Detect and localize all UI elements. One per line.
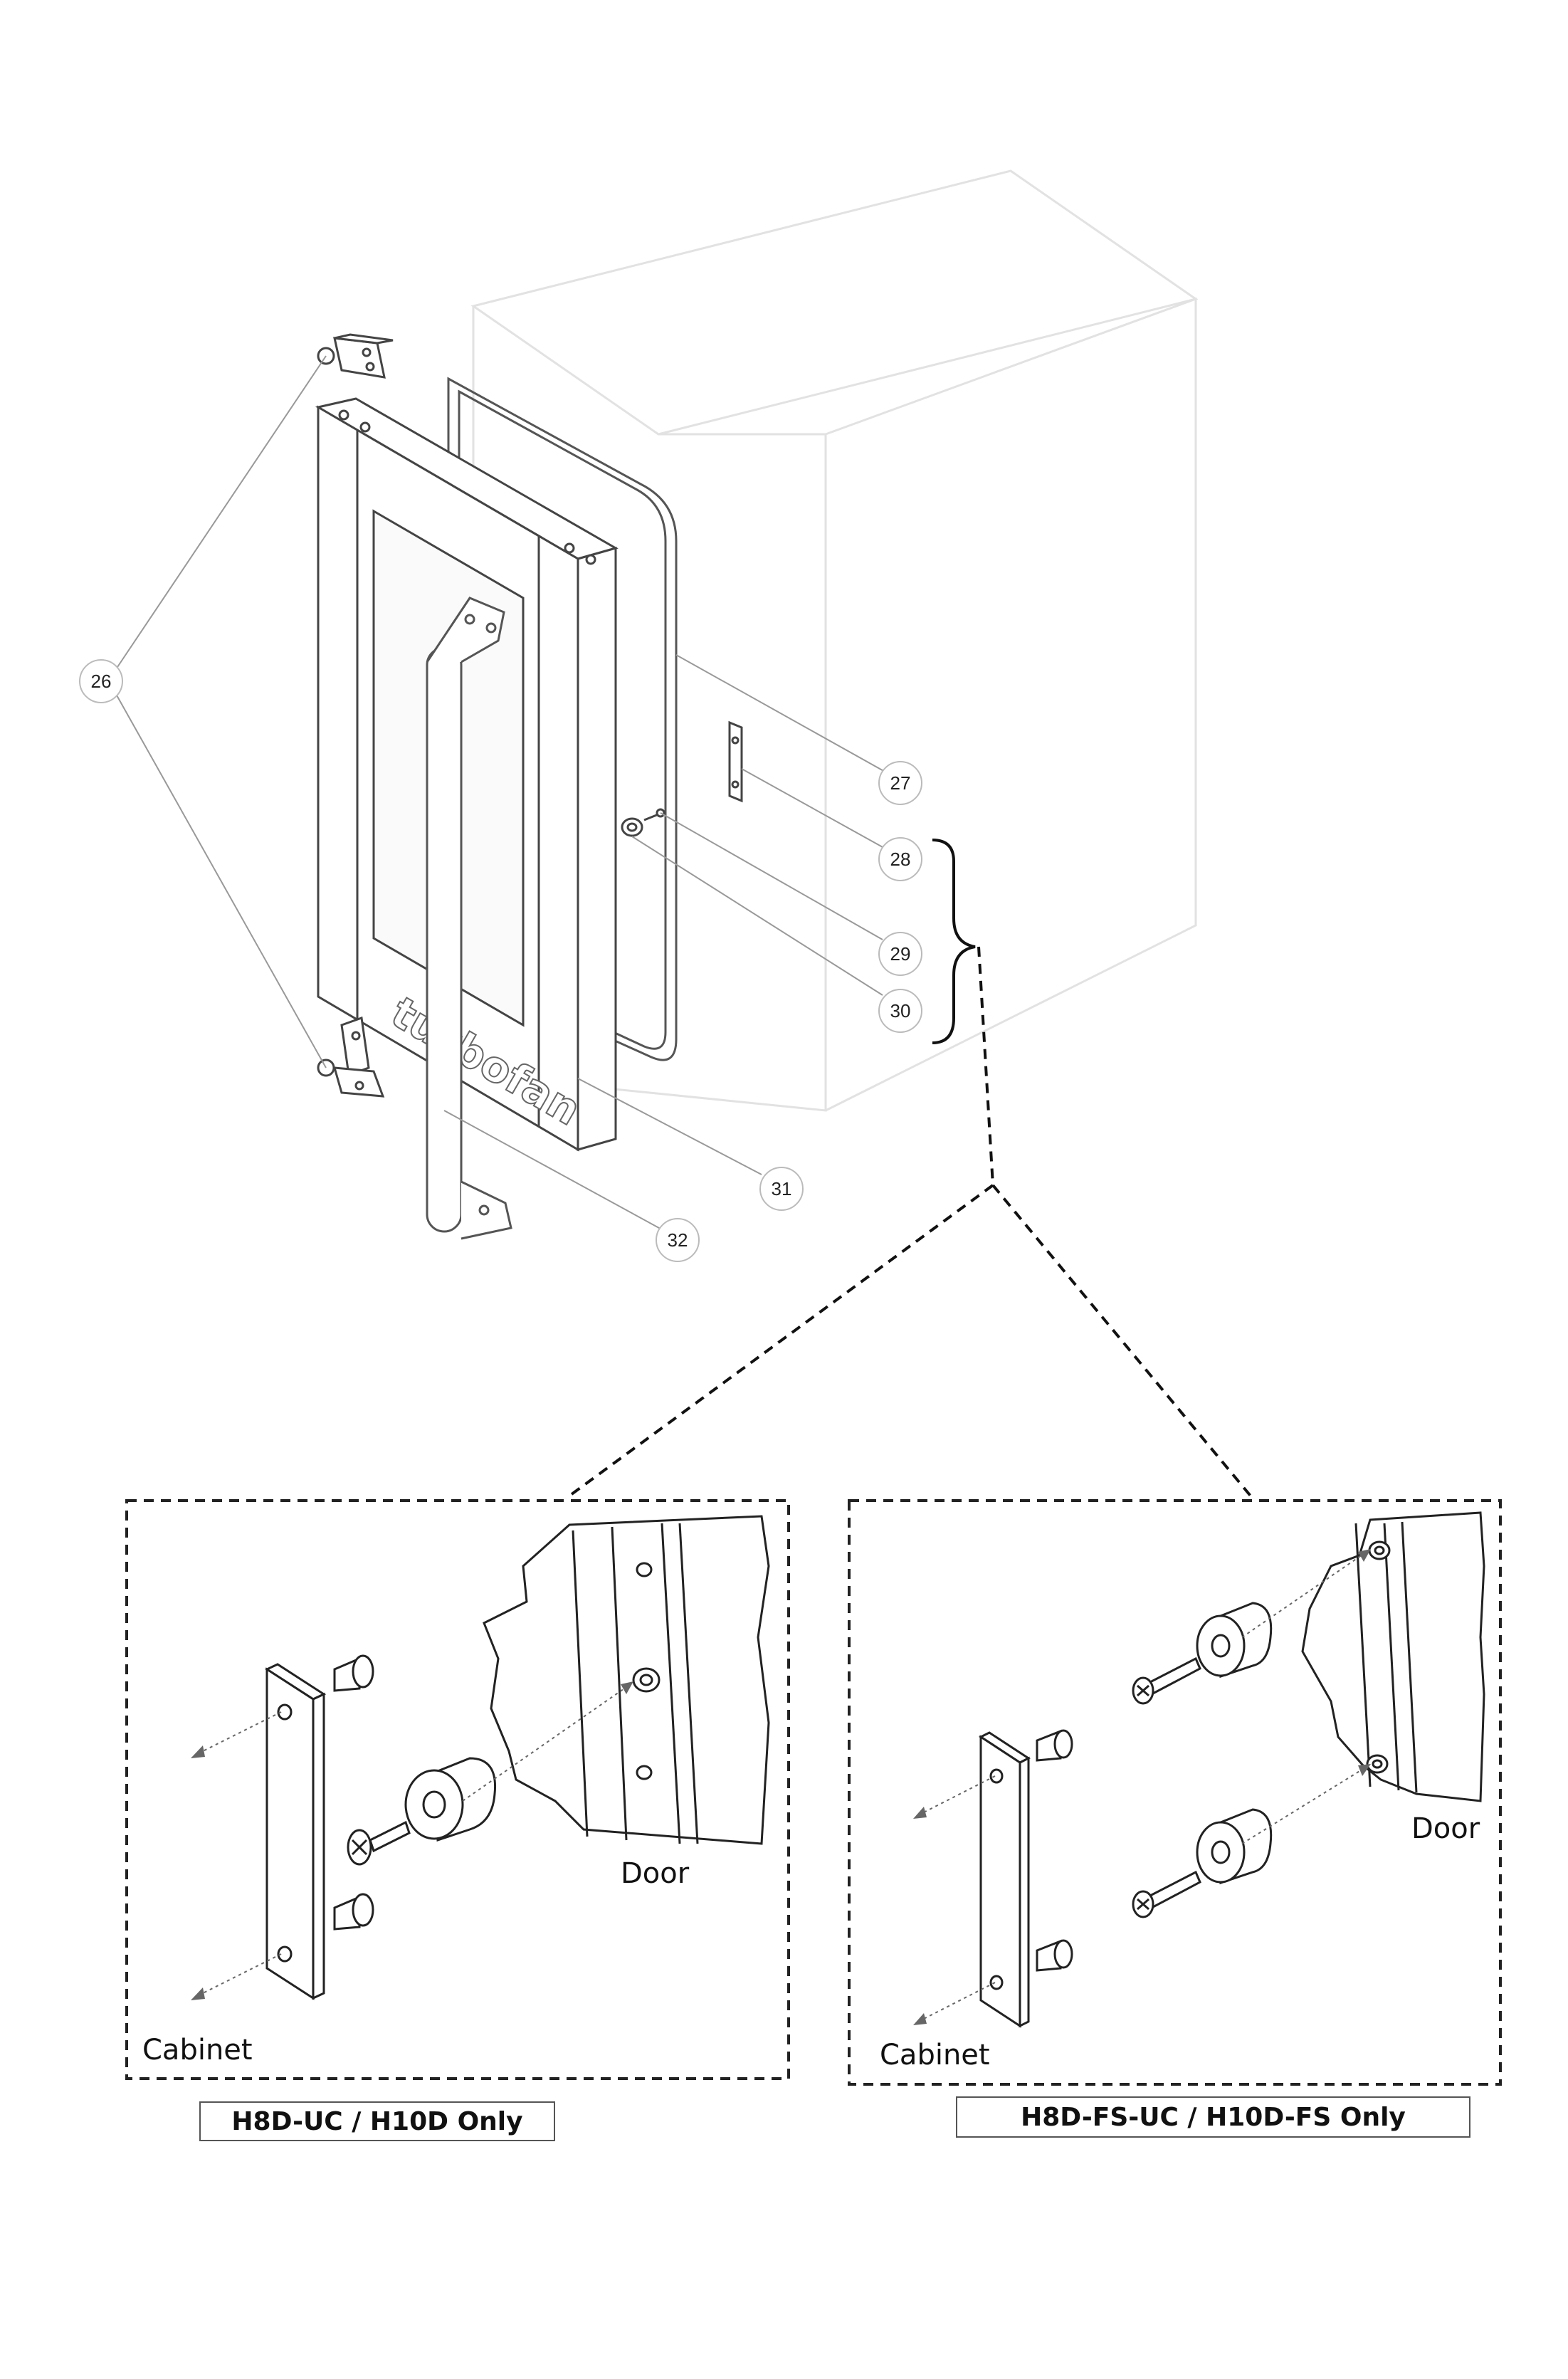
detail-left-arrows bbox=[195, 1686, 627, 1997]
bolts-right bbox=[1036, 1729, 1073, 1972]
spacer-and-screw bbox=[621, 808, 665, 837]
spacer-left bbox=[404, 1757, 497, 1842]
detail-box-left bbox=[125, 1499, 790, 2080]
detail-connectors bbox=[564, 946, 1254, 1500]
callout-28: 28 bbox=[878, 837, 922, 881]
callout-29-label: 29 bbox=[890, 943, 911, 965]
detail-right-caption: H8D-FS-UC / H10D-FS Only bbox=[956, 2096, 1470, 2138]
callout-31-label: 31 bbox=[772, 1178, 792, 1199]
bolts-left bbox=[333, 1654, 411, 1931]
callout-26: 26 bbox=[79, 659, 123, 703]
door-cutaway-left bbox=[483, 1515, 770, 1845]
callout-32: 32 bbox=[656, 1218, 700, 1262]
arrowhead-right-4 bbox=[1358, 1764, 1371, 1776]
spacers-right bbox=[1196, 1602, 1273, 1885]
callout-30-label: 30 bbox=[890, 1000, 911, 1022]
arrowhead-left-1 bbox=[191, 1745, 205, 1758]
strike-plate-left bbox=[264, 1663, 327, 2000]
callout-26-label: 26 bbox=[91, 671, 112, 692]
screws-right bbox=[1132, 1656, 1201, 1918]
detail-right-arrows bbox=[917, 1551, 1367, 2022]
arrowhead-right-2 bbox=[913, 2013, 927, 2025]
strike-plate bbox=[728, 720, 743, 803]
callout-27-label: 27 bbox=[890, 772, 911, 794]
callout-30: 30 bbox=[878, 989, 922, 1033]
arrowhead-right-3 bbox=[1358, 1549, 1371, 1562]
detail-left-caption: H8D-UC / H10D Only bbox=[199, 2101, 555, 2141]
detail-left-door-label: Door bbox=[621, 1857, 690, 1890]
callout-29: 29 bbox=[878, 932, 922, 976]
arrowhead-right-1 bbox=[913, 1807, 927, 1819]
door-handle bbox=[426, 597, 512, 1240]
arrowhead-left-3 bbox=[621, 1681, 633, 1694]
door-cutaway-right bbox=[1301, 1511, 1485, 1802]
hinge-bottom bbox=[317, 1016, 385, 1098]
hinge-top bbox=[317, 333, 394, 379]
group-brace bbox=[932, 839, 976, 1044]
detail-box-right bbox=[848, 1499, 1502, 2086]
callout-28-label: 28 bbox=[890, 849, 911, 870]
leader-lines bbox=[115, 355, 887, 1232]
detail-left-cabinet-label: Cabinet bbox=[142, 2034, 253, 2066]
detail-right-door-label: Door bbox=[1411, 1812, 1480, 1845]
callout-31: 31 bbox=[759, 1167, 804, 1211]
strike-plate-right bbox=[978, 1731, 1031, 2028]
arrowhead-left-2 bbox=[191, 1987, 205, 2000]
detail-right-cabinet-label: Cabinet bbox=[880, 2039, 990, 2071]
callout-27: 27 bbox=[878, 761, 922, 805]
callout-32-label: 32 bbox=[668, 1229, 688, 1251]
